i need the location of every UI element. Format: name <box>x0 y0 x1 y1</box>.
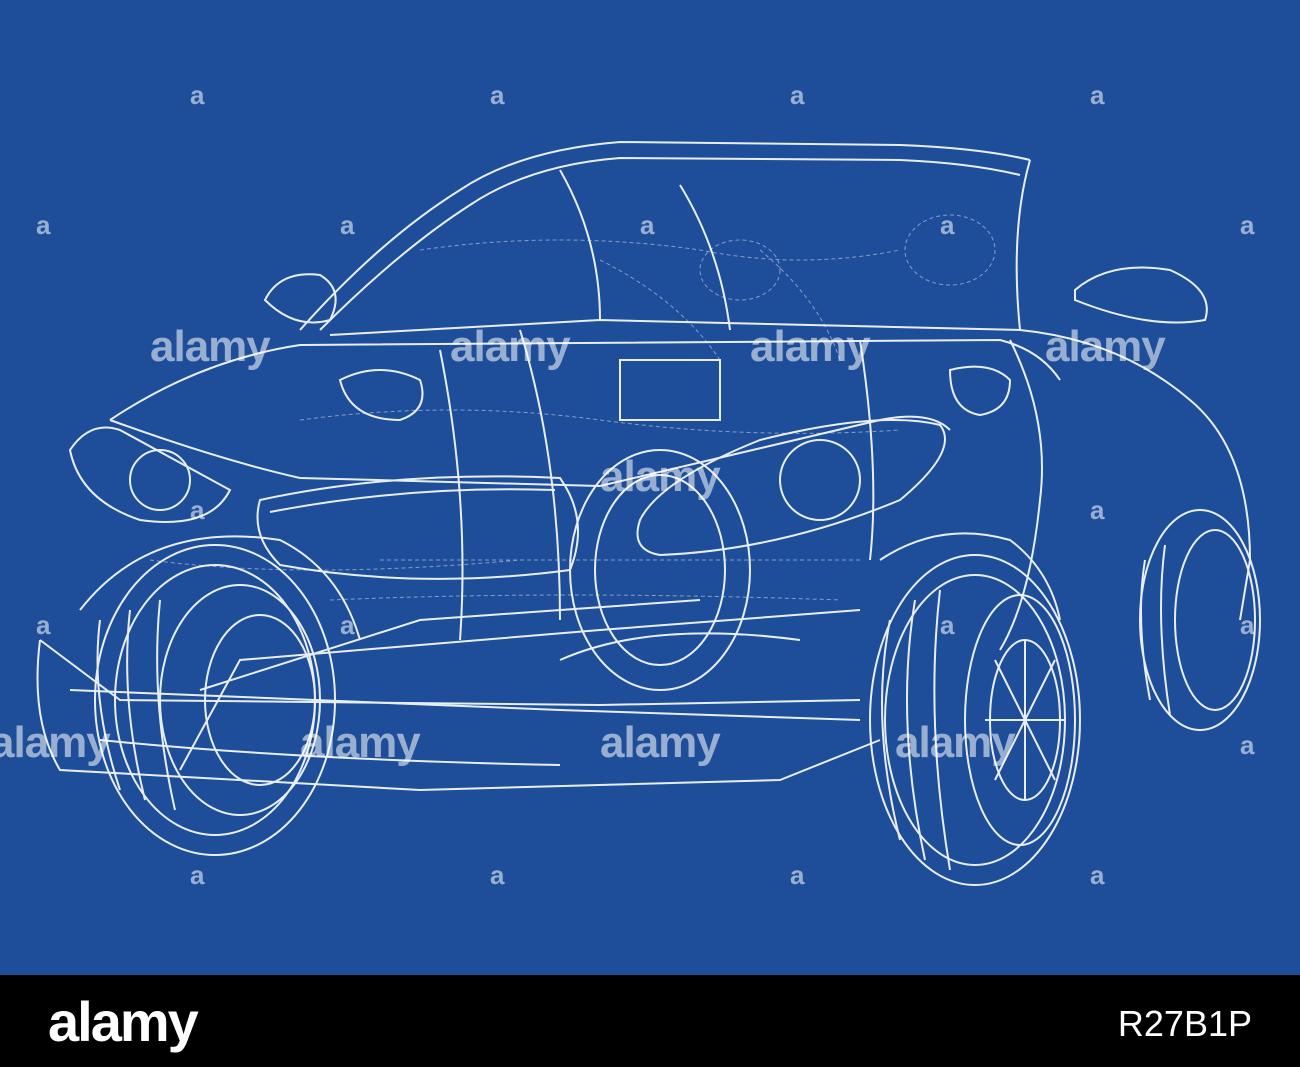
watermark-word: alamy <box>750 322 871 371</box>
car-blueprint-image: a a a a a a a a a alamy alamy alamy alam… <box>0 0 1300 975</box>
watermark-word: alamy <box>600 452 721 501</box>
watermark-word: alamy <box>600 718 721 767</box>
watermark-mark: a <box>1090 495 1105 525</box>
watermark-mark: a <box>190 80 205 110</box>
watermark-mark: a <box>36 210 51 240</box>
watermark-word: alamy <box>450 322 571 371</box>
watermark-mark: a <box>1090 860 1105 890</box>
watermark-mark: a <box>790 860 805 890</box>
watermark-word: alamy <box>0 718 111 767</box>
watermark-mark: a <box>190 860 205 890</box>
watermark-mark: a <box>1240 210 1255 240</box>
watermark-word: alamy <box>150 322 271 371</box>
image-id: R27B1P <box>1117 1003 1252 1044</box>
watermark-mark: a <box>340 210 355 240</box>
watermark-mark: a <box>1240 730 1255 760</box>
brand-logo: alamy <box>48 990 199 1053</box>
watermark-mark: a <box>940 610 955 640</box>
watermark-mark: a <box>1090 80 1105 110</box>
watermark-word: alamy <box>300 718 421 767</box>
watermark-mark: a <box>490 860 505 890</box>
watermark-mark: a <box>790 80 805 110</box>
watermark-mark: a <box>190 495 205 525</box>
footer-bar: alamy R27B1P <box>0 975 1300 1067</box>
watermark-mark: a <box>640 210 655 240</box>
watermark-mark: a <box>340 610 355 640</box>
car-wireframe-drawing <box>0 0 1300 975</box>
watermark-word: alamy <box>1045 322 1166 371</box>
watermark-mark: a <box>940 210 955 240</box>
watermark-mark: a <box>36 610 51 640</box>
watermark-mark: a <box>490 80 505 110</box>
watermark-word: alamy <box>895 718 1016 767</box>
watermark-mark: a <box>1240 610 1255 640</box>
